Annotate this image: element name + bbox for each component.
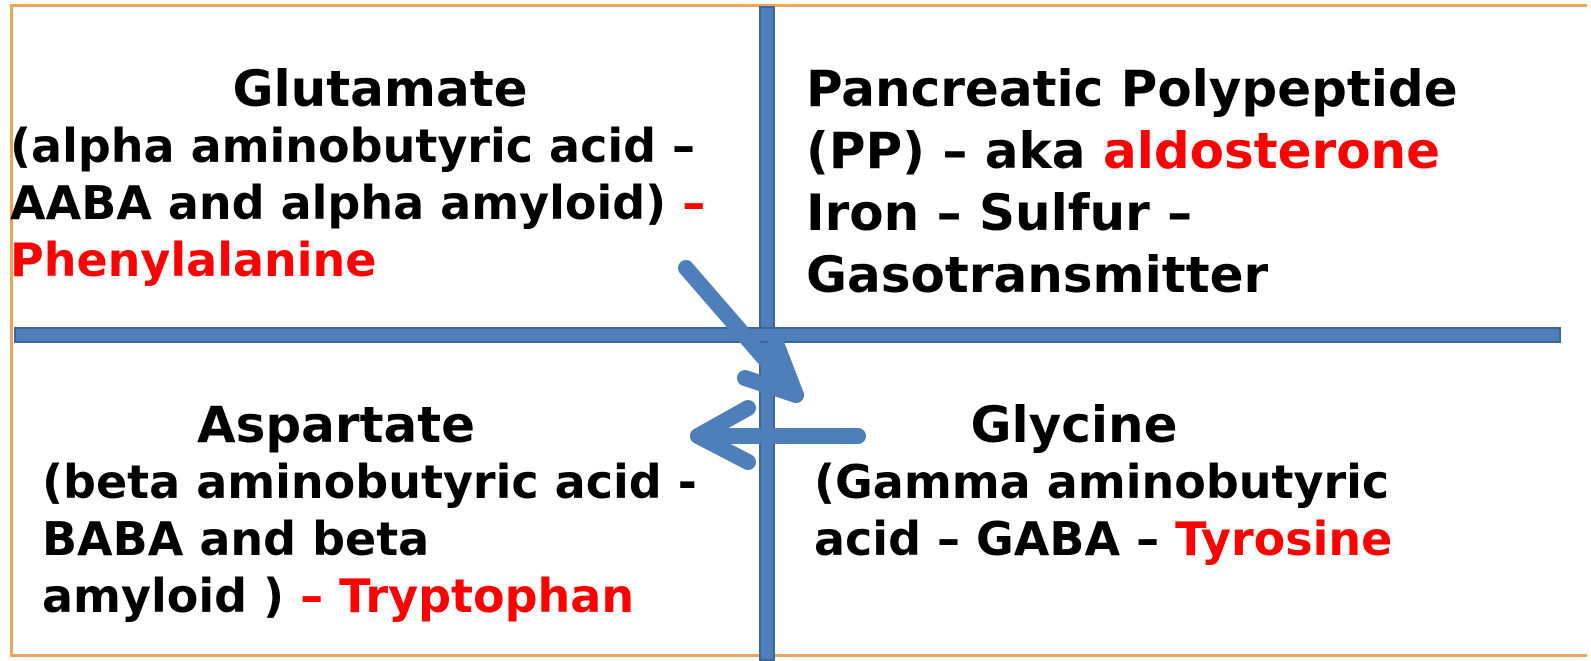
aspartate-line-3-text: amyloid ) xyxy=(42,569,301,623)
glycine-title: Glycine xyxy=(970,396,1178,454)
quadrant-aspartate: Aspartate (beta aminobutyric acid - BABA… xyxy=(42,396,752,625)
diagonal-arrow-head-icon xyxy=(737,335,804,403)
horizontal-divider xyxy=(14,327,1561,343)
glycine-line-2: acid – GABA – Tyrosine xyxy=(814,511,1574,568)
glutamate-line-1: (alpha aminobutyric acid – xyxy=(10,119,696,173)
glycine-line-1: (Gamma aminobutyric xyxy=(814,455,1390,509)
pp-line-3: Iron – Sulfur – xyxy=(806,184,1193,242)
diagonal-arrow xyxy=(678,260,804,403)
pp-aldosterone: aldosterone xyxy=(1102,122,1441,180)
aspartate-title: Aspartate xyxy=(196,396,476,454)
glutamate-line-2-dash: – xyxy=(666,176,706,230)
aspartate-line-3: amyloid ) – Tryptophan xyxy=(42,568,752,625)
pp-line-4: Gasotransmitter xyxy=(806,246,1269,304)
quadrant-glycine: Glycine (Gamma aminobutyric acid – GABA … xyxy=(814,396,1574,568)
glycine-line-2-text: acid – GABA – xyxy=(814,512,1176,566)
diagonal-arrow-shaft xyxy=(678,260,804,403)
glutamate-title: Glutamate xyxy=(232,60,528,118)
aspartate-line-2: BABA and beta xyxy=(42,512,430,566)
glycine-target: Tyrosine xyxy=(1175,512,1393,566)
pp-line-2: (PP) – aka aldosterone xyxy=(806,120,1576,182)
glutamate-target: Phenylalanine xyxy=(10,233,377,287)
aspartate-target: – Tryptophan xyxy=(300,569,635,623)
quadrant-pancreatic-polypeptide: Pancreatic Polypeptide (PP) – aka aldost… xyxy=(806,58,1576,306)
left-arrow xyxy=(690,400,866,470)
pp-line-2-text: (PP) – aka xyxy=(806,122,1103,180)
left-arrow-head-icon xyxy=(690,400,756,470)
diagram-frame xyxy=(10,4,1587,657)
glutamate-line-2-text: AABA and alpha amyloid) xyxy=(10,176,667,230)
aspartate-line-1: (beta aminobutyric acid - xyxy=(42,455,697,509)
pp-line-1: Pancreatic Polypeptide xyxy=(806,60,1458,118)
quadrant-glutamate: Glutamate (alpha aminobutyric acid – AAB… xyxy=(10,60,750,289)
glutamate-line-2: AABA and alpha amyloid) – xyxy=(10,175,750,232)
